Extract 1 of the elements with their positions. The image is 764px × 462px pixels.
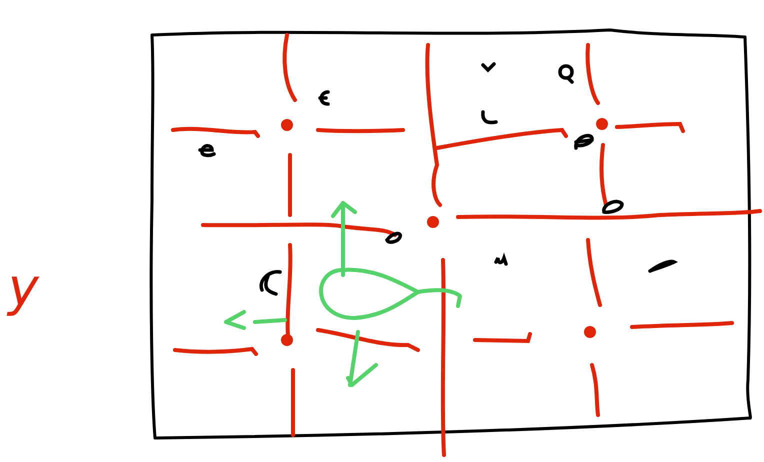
axis-letter: y [8, 262, 39, 314]
